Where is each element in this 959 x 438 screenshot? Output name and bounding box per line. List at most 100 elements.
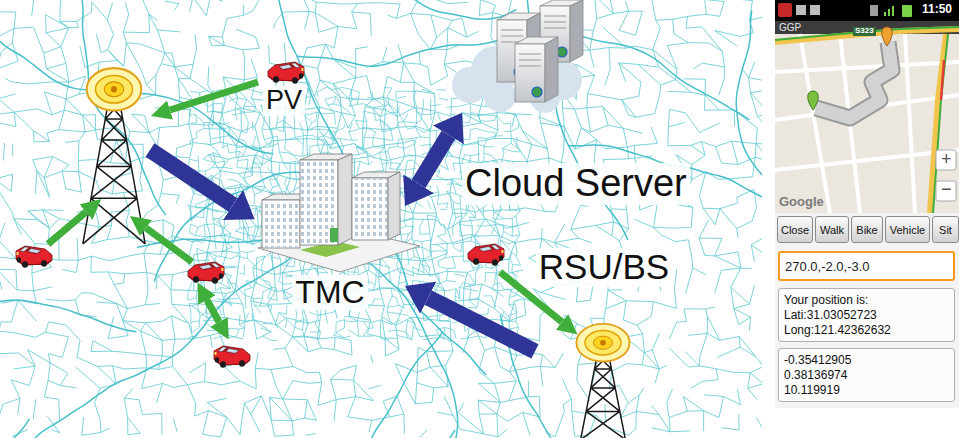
node-label: Bike: [856, 224, 877, 236]
wireless-link-arrow: [207, 300, 219, 322]
phone-screen: [941, 60, 944, 100]
node-label: 270.0,-2.0,-3.0: [785, 259, 870, 274]
phone-screen: [936, 150, 956, 170]
road-network: [0, 0, 762, 438]
arterial-road: [500, 315, 762, 438]
node-label: Walk: [820, 224, 844, 236]
node-label: Vehicle: [890, 224, 925, 236]
server-box: [544, 16, 566, 28]
tmc-building: [388, 172, 400, 240]
cloud-server-icon: [484, 80, 516, 112]
node-label: Cloud Server: [462, 163, 690, 205]
arterial-road: [116, 332, 442, 438]
node-label: Sit: [939, 224, 952, 236]
status-clock: 11:50: [922, 3, 952, 16]
phone-screen: [775, 0, 959, 21]
phone-screen: [775, 213, 959, 408]
backhaul-arrow: [150, 150, 233, 205]
phone-screen: [884, 6, 894, 16]
arterial-road: [93, 0, 517, 19]
phone-screen: [870, 5, 878, 16]
node-label: Lati:31.03052723: [784, 308, 877, 323]
tmc-building: [258, 154, 420, 272]
phone-screen: [775, 0, 959, 408]
vehicle-icon: [214, 346, 250, 368]
input-field: 270.0,-2.0,-3.0: [778, 251, 955, 281]
base-station-tower: [573, 324, 634, 438]
rsu-bs-node: RSU/BS: [535, 248, 673, 436]
arterial-road: [736, 11, 762, 272]
server-box: [515, 37, 558, 102]
base-station-tower: [83, 68, 145, 244]
server-box: [501, 30, 523, 42]
tmc-building: [300, 160, 338, 245]
vehicle-icon: [214, 346, 250, 368]
node-label: PV: [263, 86, 305, 116]
phone-screen: [775, 34, 959, 213]
node-label: -0.35412905: [784, 353, 851, 368]
zoom-out: −: [941, 180, 952, 200]
tmc-building: [300, 160, 338, 245]
app-title: GGP: [779, 22, 801, 33]
server-box: [519, 54, 541, 66]
phone-screen: [936, 181, 956, 201]
vehicle-icon: [16, 246, 52, 268]
cloud-server-icon: [452, 0, 583, 113]
tmc-building: [262, 200, 300, 248]
arterial-road: [137, 239, 457, 438]
app-button: Bike: [851, 216, 883, 243]
vehicle-icon: [16, 246, 52, 268]
arterial-road: [0, 419, 29, 438]
phone-screen: [816, 42, 892, 118]
node-label: Your position is:: [784, 293, 868, 308]
phone-screen: [882, 27, 893, 46]
tmc-building: [338, 154, 352, 245]
vehicle-icon: [468, 244, 504, 266]
tmc-building: [352, 178, 388, 240]
phone-screen: [778, 3, 792, 17]
info-panel: -0.354129050.3813697410.119919: [778, 348, 955, 402]
server-box: [570, 0, 583, 62]
data-link-arrow: [428, 298, 535, 352]
zoom-in: +: [941, 150, 952, 170]
wireless-link-arrow: [48, 212, 86, 244]
cloud-server-node: Cloud Server: [462, 0, 707, 205]
road-network: [0, 0, 762, 437]
phone-screen: [800, 34, 915, 213]
map-logo: Google: [779, 195, 824, 209]
server-box: [545, 37, 558, 102]
node-label: Long:121.42362632: [784, 323, 891, 338]
node-label: 10.119919: [784, 383, 840, 398]
arterial-road: [298, 34, 749, 120]
info-panel: Your position is:Lati:31.03052723Long:12…: [778, 288, 955, 342]
vehicle-icon: [16, 62, 504, 368]
road-shield: S323: [853, 27, 876, 36]
node-label: TMC: [292, 275, 367, 310]
tmc-building: [330, 228, 338, 242]
arterial-road: [241, 0, 343, 154]
node-label: Close: [781, 224, 809, 236]
phone-screen: [808, 91, 819, 110]
phone-screen: [796, 5, 806, 15]
arterial-road: [0, 300, 137, 438]
server-box: [515, 44, 545, 102]
server-box: [532, 87, 542, 97]
server-box: [557, 47, 567, 57]
tmc-building: [262, 200, 300, 248]
arterial-road: [342, 430, 455, 438]
node-label: RSU/BS: [536, 248, 672, 287]
data-link-arrow: [419, 135, 449, 184]
app-button: Close: [777, 216, 813, 243]
backhaul-arrow: [150, 150, 233, 205]
vehicle-node: PV: [258, 56, 310, 116]
wireless-link-arrow: [170, 82, 258, 110]
phone-screen: [816, 42, 892, 118]
arterial-road: [0, 234, 311, 438]
wireless-link-arrow: [146, 228, 192, 262]
phone-screen: [902, 5, 912, 17]
phone-screen: [810, 5, 820, 15]
tmc-node: TMC: [255, 150, 405, 310]
